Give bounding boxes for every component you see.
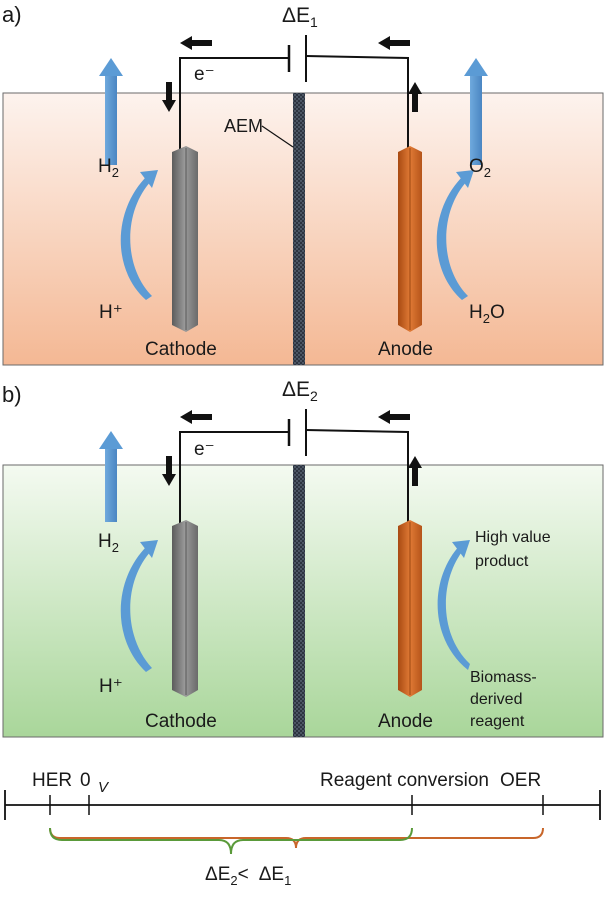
hplus-label-a: H⁺ [99,302,123,323]
panel-a-label: a) [2,2,22,27]
anode-label-b: Anode [378,711,433,732]
electron-flow-arrow-left-b [180,410,212,424]
product-label-line1: High value [475,529,551,546]
reagent-label-line2: derived [470,691,522,708]
o2-release-arrow-a [464,58,488,165]
cathode-label-b: Cathode [145,711,217,732]
delta-e2-bracket [49,827,413,855]
aem-label: AEM [224,116,263,136]
h2-label-b: H2 [98,531,119,555]
circuit-wire-left-a [179,57,288,160]
h2-release-arrow-a [99,58,123,165]
voltage-label-b: ΔE2 [282,378,318,404]
down-arrow-cathode-a [162,82,176,112]
electron-flow-arrow-right-b [378,410,410,424]
oer-label: OER [500,770,541,791]
electron-label-a: e⁻ [194,64,215,85]
volt-unit-label: V [98,779,110,796]
reagent-label-line3: reagent [470,713,525,730]
aem-membrane-a [293,93,305,365]
delta-comparison-label: ΔE2<ΔE1 [205,864,291,888]
up-arrow-anode-b [408,456,422,486]
delta-e1-bracket [49,827,544,849]
cathode-electrode-a [172,146,198,332]
cathode-label-a: Cathode [145,339,217,360]
electron-flow-arrow-left-a [180,36,212,50]
voltage-label-a: ΔE1 [282,4,318,30]
down-arrow-cathode-b [162,456,176,486]
potential-scale: HER 0 V Reagent conversion OER ΔE2<ΔE1 [4,770,601,888]
oxygen-evolution-arrow-a [436,170,474,300]
circuit-wire-right-a [305,55,409,160]
cathode-electrode-b [172,520,198,697]
aem-pointer-line [261,125,294,148]
electron-flow-arrow-right-a [378,36,410,50]
panel-b-label: b) [2,382,22,407]
h2-release-arrow-b [99,431,123,522]
product-label-line2: product [475,553,529,570]
reagent-conversion-label: Reagent conversion [320,770,489,791]
up-arrow-anode-a [408,82,422,112]
h2o-label-a: H2O [469,302,505,326]
anode-label-a: Anode [378,339,433,360]
reagent-label-line1: Biomass- [470,669,537,686]
h2-label-a: H2 [98,156,119,180]
o2-label-a: O2 [469,156,491,180]
zero-label: 0 [80,770,91,791]
hydrogen-evolution-arrow-a [120,170,158,300]
circuit-wire-right-b [305,429,409,528]
aem-membrane-b [293,465,305,737]
biomass-oxidation-arrow-b [437,540,470,670]
circuit-wire-left-b [179,431,288,528]
panel-b: b) ΔE2 e⁻ [2,378,604,738]
anode-electrode-a [398,146,422,332]
hydrogen-evolution-arrow-b [120,540,158,672]
her-label: HER [32,770,72,791]
electron-label-b: e⁻ [194,439,215,460]
hplus-label-b: H⁺ [99,676,123,697]
panel-a: a) ΔE1 e⁻ [2,2,604,366]
anode-electrode-b [398,520,422,697]
